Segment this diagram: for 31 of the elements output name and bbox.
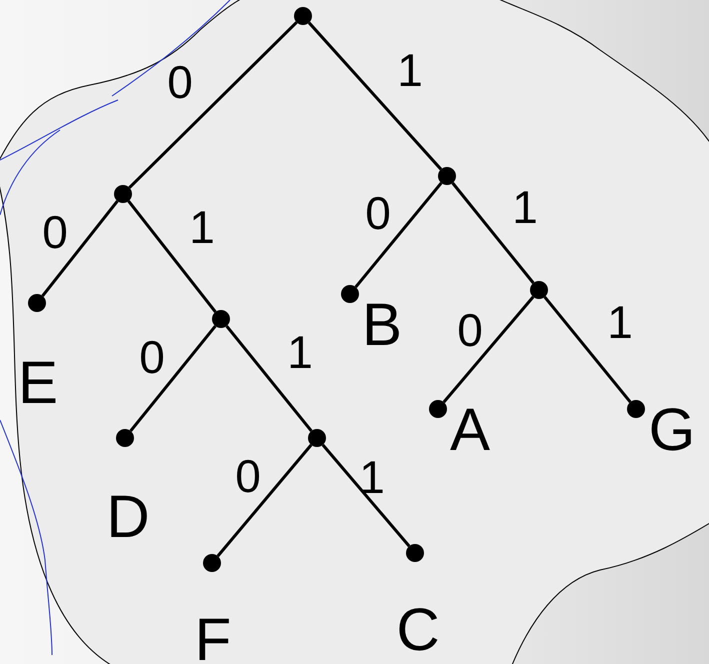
edge-label: 1 <box>512 184 538 230</box>
tree-branch <box>129 325 217 432</box>
edge-label: 0 <box>167 59 193 105</box>
leaf-symbol: E <box>18 353 58 413</box>
tree-branch <box>128 21 298 189</box>
tree-branch <box>451 182 535 284</box>
tree-branch <box>225 325 313 432</box>
tree-branch <box>544 296 632 403</box>
leaf-symbol: F <box>194 610 232 664</box>
edge-label: 0 <box>42 209 68 255</box>
leaf-symbol: D <box>106 487 150 547</box>
tree-branch <box>127 200 217 313</box>
edge-label: 1 <box>397 47 423 93</box>
leaf-symbol: A <box>450 400 490 460</box>
edge-label: 0 <box>365 190 391 236</box>
tree-branch <box>308 22 442 170</box>
edge-label: 1 <box>189 204 215 250</box>
edge-label: 1 <box>359 454 385 500</box>
edge-label: 1 <box>287 329 313 375</box>
leaf-symbol: B <box>362 295 402 355</box>
edge-label: 1 <box>607 299 633 345</box>
edge-label: 0 <box>139 334 165 380</box>
tree-branch <box>216 444 312 558</box>
tree-branch <box>41 200 119 297</box>
tree-branch <box>322 444 410 548</box>
edge-label: 0 <box>235 453 261 499</box>
leaf-symbol: C <box>396 600 440 660</box>
tree-branch <box>442 296 534 404</box>
edge-label: 0 <box>457 307 483 353</box>
leaf-symbol: G <box>648 400 696 460</box>
tree-branch <box>354 182 442 288</box>
